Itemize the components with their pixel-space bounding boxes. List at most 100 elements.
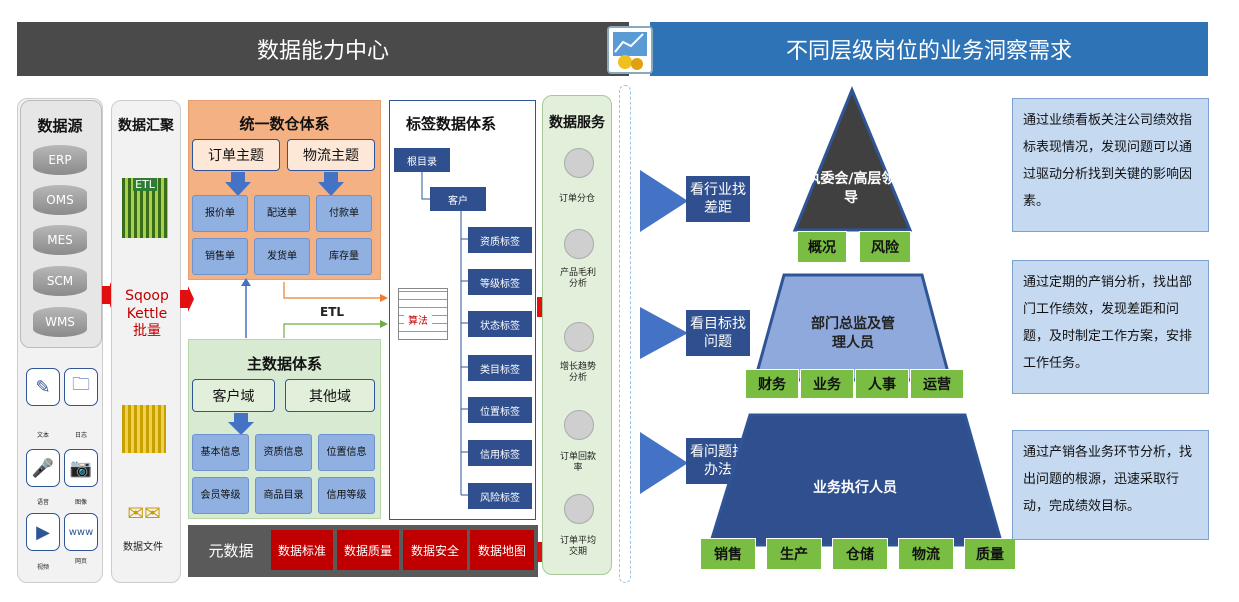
master-cell: 商品目录	[255, 477, 312, 514]
db-oms: OMS	[33, 185, 87, 215]
tool-sqoop: Sqoop	[125, 288, 169, 304]
master-cell: 资质信息	[255, 434, 312, 471]
camera-icon: 📷	[64, 449, 98, 487]
level-tag: 概况	[797, 231, 847, 263]
level-tag: 销售	[700, 538, 756, 570]
domain-other: 其他域	[285, 379, 375, 412]
arrow-down	[225, 172, 251, 196]
service-item: 订单回款率	[559, 452, 596, 474]
data-gather-title: 数据汇聚	[118, 118, 174, 134]
level-tag: 仓储	[832, 538, 888, 570]
video-icon: ▶	[26, 513, 60, 551]
tag-tree-lines	[421, 172, 468, 496]
topic-logistics: 物流主题	[287, 139, 375, 171]
data-source-title: 数据源	[37, 117, 83, 135]
db-wms: WMS	[33, 307, 87, 337]
database-icon	[564, 322, 594, 352]
database-icon	[564, 229, 594, 259]
level-mid-label: 部门总监及管理人员	[811, 316, 895, 351]
algo-label: 算法	[404, 312, 432, 327]
arrow-down	[318, 172, 344, 196]
db-scm: SCM	[33, 266, 87, 296]
level-tag: 质量	[964, 538, 1016, 570]
microphone-icon: 🎤	[26, 449, 60, 487]
tag-item: 风险标签	[468, 483, 532, 509]
tag-item: 类目标签	[468, 355, 532, 381]
left-header: 数据能力中心	[17, 22, 629, 76]
level-tag: 财务	[745, 369, 799, 399]
icon-label: 文本	[36, 432, 49, 439]
chart-logo-icon	[607, 26, 653, 74]
warehouse-cell: 付款单	[316, 195, 372, 232]
meta-item: 数据质量	[337, 530, 399, 570]
envelope-icon: ✉✉	[127, 501, 161, 525]
db-mes: MES	[33, 225, 87, 255]
tag-item: 资质标签	[468, 227, 532, 253]
database-icon	[564, 148, 594, 178]
chevron-right-icon	[640, 170, 688, 232]
arrow-right	[180, 286, 194, 312]
warehouse-cell: 发货单	[254, 238, 310, 275]
tag-title: 标签数据体系	[406, 115, 497, 133]
domain-customer: 客户域	[192, 379, 275, 412]
warehouse-cell: 报价单	[192, 195, 248, 232]
service-item: 订单分仓	[558, 194, 595, 204]
pyramid	[707, 86, 1004, 547]
master-cell: 位置信息	[318, 434, 375, 471]
www-icon: www	[64, 513, 98, 551]
gather-tools: Sqoop Kettle 批量	[115, 288, 179, 341]
db-group	[20, 100, 102, 348]
master-cell: 基本信息	[192, 434, 249, 471]
warehouse-title: 统一数仓体系	[239, 115, 330, 133]
topic-order: 订单主题	[192, 139, 280, 171]
arrow-down	[228, 413, 254, 435]
level-bottom-label: 业务执行人员	[813, 480, 897, 496]
chevron-right-icon	[640, 432, 688, 494]
desc-top: 通过业绩看板关注公司绩效指标表现情况，发现问题可以通过驱动分析找到关键的影响因素…	[1012, 98, 1209, 232]
level-tag: 业务	[800, 369, 854, 399]
desc-mid: 通过定期的产销分析，找出部门工作绩效，发现差距和问题，及时制定工作方案，安排工作…	[1012, 260, 1209, 394]
server-chip-icon	[122, 405, 166, 453]
folder-icon: 🗀	[64, 368, 98, 406]
icon-label: 网页	[74, 558, 87, 565]
desc-bottom: 通过产销各业务环节分析，找出问题的根源，迅速采取行动，完成绩效目标。	[1012, 430, 1209, 540]
icon-label: 图像	[74, 499, 87, 506]
meta-label: 元数据	[208, 541, 254, 560]
etl-connectors	[241, 278, 388, 338]
database-icon	[564, 494, 594, 524]
level-tag: 运营	[910, 369, 964, 399]
meta-item: 数据标准	[271, 530, 333, 570]
service-title: 数据服务	[549, 115, 605, 131]
master-cell: 信用等级	[318, 477, 375, 514]
tag-item: 状态标签	[468, 311, 532, 337]
level-tag: 人事	[855, 369, 909, 399]
icon-label: 日志	[74, 432, 87, 439]
tag-item: 等级标签	[468, 269, 532, 295]
meta-item: 数据安全	[403, 530, 467, 570]
tag-item: 信用标签	[468, 440, 532, 466]
warehouse-cell: 库存量	[316, 238, 372, 275]
service-item: 订单平均交期	[559, 536, 596, 558]
master-cell: 会员等级	[192, 477, 249, 514]
level-tag: 生产	[766, 538, 822, 570]
tag-item: 位置标签	[468, 397, 532, 423]
warehouse-cell: 配送单	[254, 195, 310, 232]
warehouse-cell: 销售单	[192, 238, 248, 275]
database-icon	[564, 410, 594, 440]
icon-label: 语音	[36, 499, 49, 506]
db-erp: ERP	[33, 145, 87, 175]
meta-item: 数据地图	[470, 530, 534, 570]
etl-label: ETL	[320, 305, 345, 319]
tag-customer: 客户	[430, 187, 486, 211]
master-title: 主数据体系	[246, 355, 322, 373]
level-top-label: 执委会/高层领导	[806, 171, 896, 206]
tag-root: 根目录	[394, 148, 450, 172]
icon-label: 视频	[36, 564, 49, 571]
divider	[619, 85, 631, 583]
tool-batch: 批量	[133, 323, 161, 339]
arrow-label: 看目标找问题	[686, 310, 750, 356]
service-item: 增长趋势分析	[559, 362, 596, 384]
level-tag: 物流	[898, 538, 954, 570]
data-files-label: 数据文件	[123, 542, 163, 553]
etl-chip-icon: ETL	[122, 178, 168, 238]
